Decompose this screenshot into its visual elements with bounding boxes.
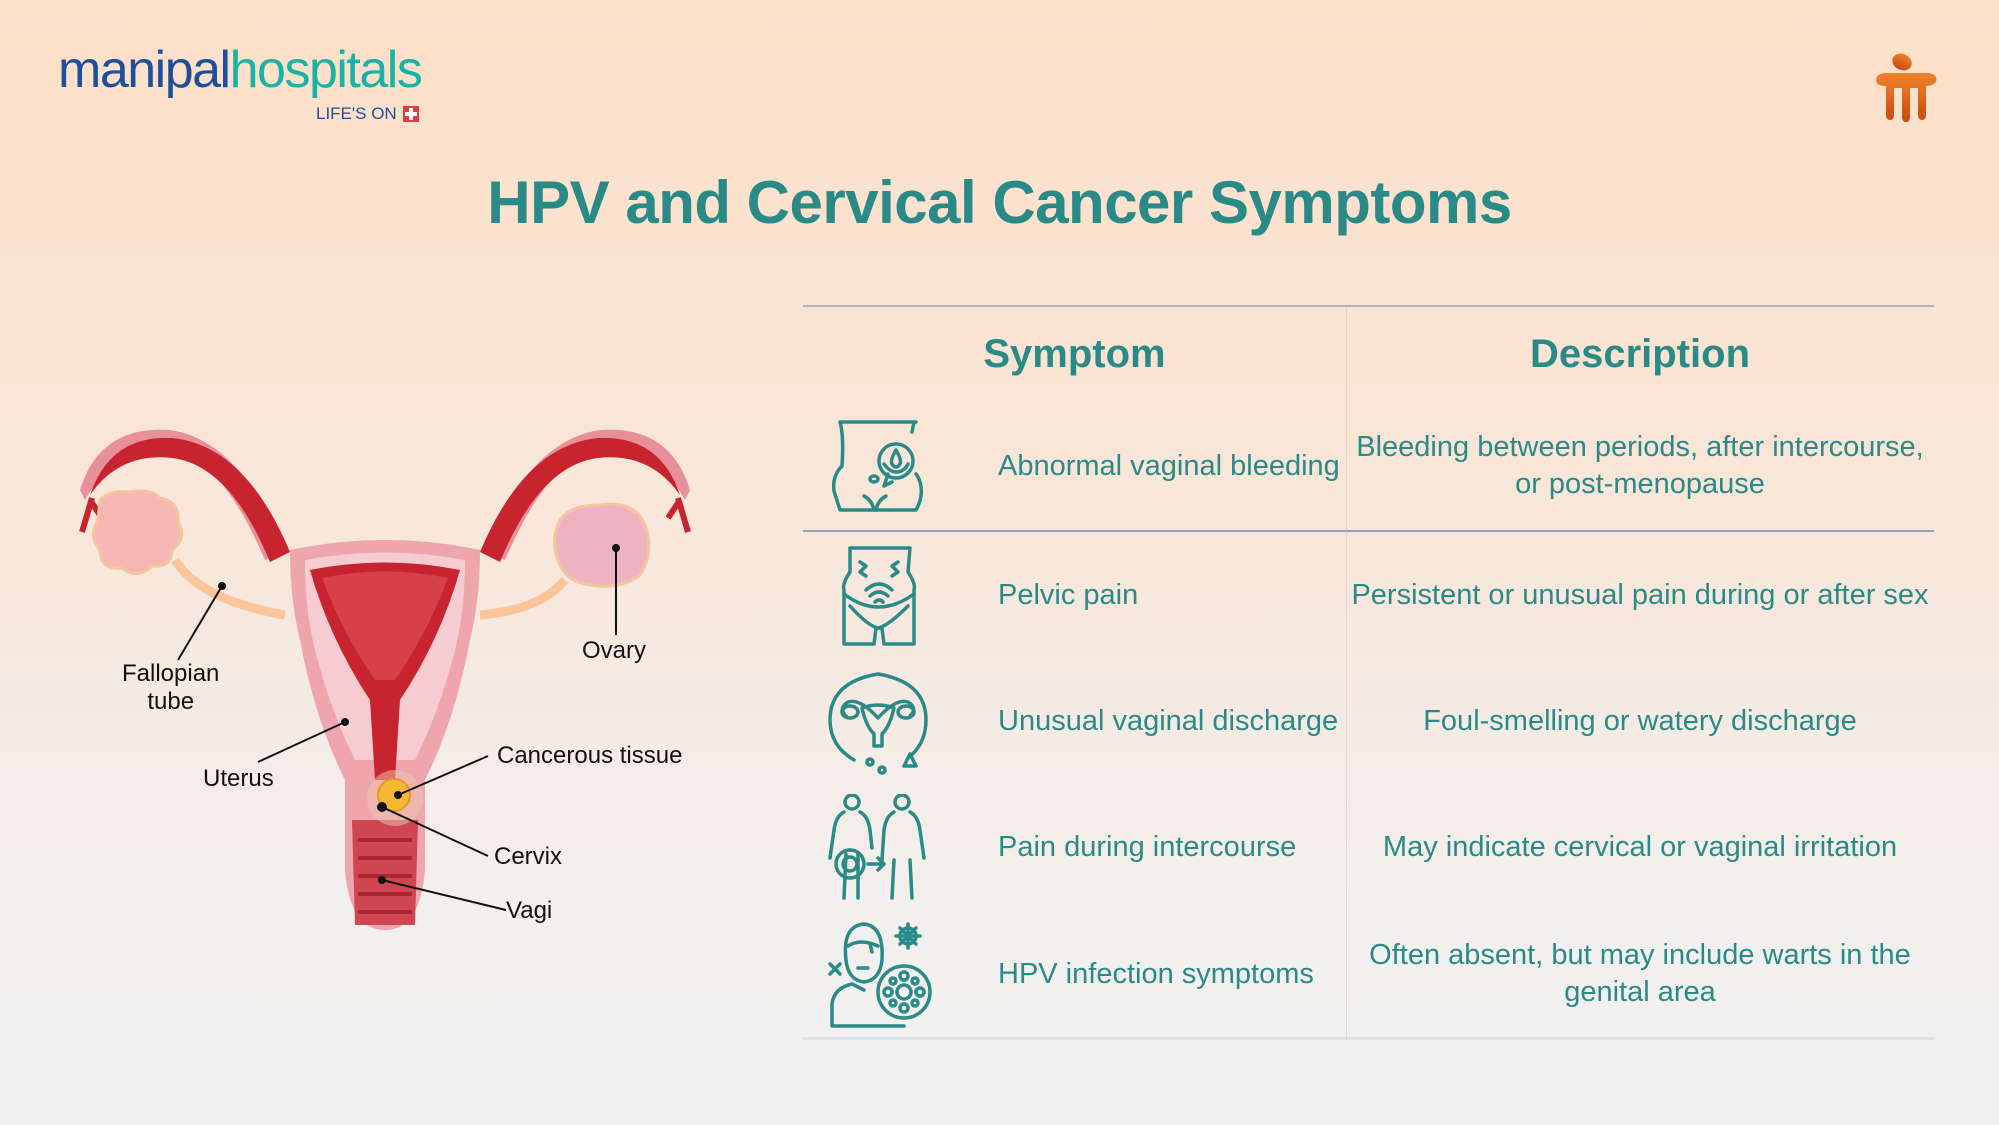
tagline-text: LIFE'S ON <box>316 104 397 123</box>
row-divider <box>803 530 1934 532</box>
header-description: Description <box>1529 332 1751 376</box>
symptom-description: Often absent, but may include warts in t… <box>1369 939 1911 1008</box>
manipal-hospitals-logo: manipalhospitals LIFE'S ON <box>58 41 423 123</box>
header-symptom: Symptom <box>983 332 1166 376</box>
symptom-name: Abnormal vaginal bleeding <box>998 449 1340 482</box>
table-row: Unusual vaginal discharge Foul-smelling … <box>803 660 1934 784</box>
table-row: Pelvic pain Persistent or unusual pain d… <box>803 532 1934 660</box>
table-row: HPV infection symptoms Often absent, but… <box>803 912 1934 1037</box>
symptom-name: HPV infection symptoms <box>998 957 1314 990</box>
table-bottom-rule <box>803 1036 1934 1040</box>
label-vagina: Vagi <box>506 897 553 924</box>
symptom-description: Bleeding between periods, after intercou… <box>1356 431 1924 500</box>
couple-transmission-icon <box>828 793 926 900</box>
logo-wordmark: manipalhospitals <box>58 41 423 99</box>
table-top-rule <box>803 305 1934 307</box>
cross-icon <box>402 106 419 122</box>
reproductive-anatomy-diagram: Fallopian tube Ovary Uterus Cancerous ti… <box>60 400 710 940</box>
symptoms-table: Symptom Description Abnormal vaginal ble… <box>803 305 1934 1040</box>
symptom-description: Persistent or unusual pain during or aft… <box>1351 579 1929 611</box>
symptom-description: Foul-smelling or watery discharge <box>1423 705 1857 737</box>
logo-part1: manipal <box>58 41 231 99</box>
pelvic-pain-icon <box>841 545 917 646</box>
table-row: Pain during intercourse May indicate cer… <box>803 784 1934 912</box>
symptom-name: Unusual vaginal discharge <box>998 705 1339 737</box>
abdomen-bleeding-icon <box>831 420 924 512</box>
brand-m-icon <box>1876 53 1937 122</box>
virus-person-icon <box>828 922 932 1028</box>
table-row: Abnormal vaginal bleeding Bleeding betwe… <box>803 402 1934 530</box>
label-ovary: Ovary <box>582 637 647 664</box>
uterus-discharge-icon <box>828 671 928 775</box>
label-uterus: Uterus <box>203 765 274 792</box>
label-cervix: Cervix <box>494 843 563 870</box>
label-fallopian-tube: Fallopian tube <box>122 660 220 715</box>
column-divider <box>1346 307 1347 1040</box>
uterus-illustration <box>79 429 691 930</box>
symptom-name: Pelvic pain <box>998 579 1139 611</box>
table-header-row: Symptom Description <box>803 307 1934 402</box>
logo-tagline: LIFE'S ON <box>316 104 419 124</box>
page-title: HPV and Cervical Cancer Symptoms <box>487 169 1512 236</box>
symptom-name: Pain during intercourse <box>998 831 1297 863</box>
symptom-description: May indicate cervical or vaginal irritat… <box>1382 831 1898 863</box>
label-cancerous-tissue: Cancerous tissue <box>497 742 683 769</box>
logo-part2: hospitals <box>229 41 423 99</box>
